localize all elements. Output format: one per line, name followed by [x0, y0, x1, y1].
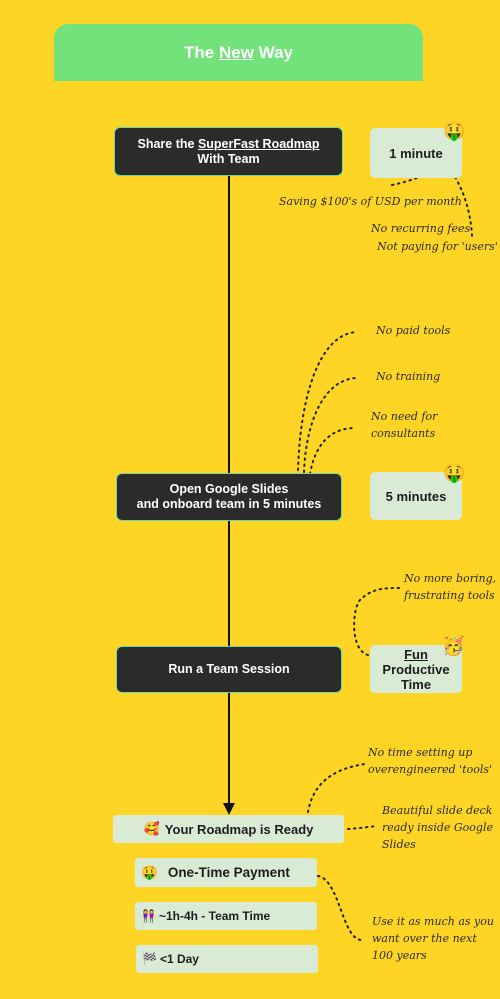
summary-one-time-payment: 🤑 One-Time Payment: [135, 858, 317, 887]
note-use-line3: 100 years: [372, 949, 427, 962]
summary-day-label: <1 Day: [159, 952, 199, 966]
step-run-team-session: Run a Team Session: [116, 646, 342, 693]
checkered-flag-icon: 🏁: [142, 952, 157, 966]
note-beautiful-line2: ready inside Google: [382, 821, 493, 834]
note-no-time-line1: No time setting up: [368, 746, 473, 759]
title-suffix: Way: [253, 42, 293, 62]
summary-one-day: 🏁 <1 Day: [136, 945, 318, 973]
note-no-boring-line1: No more boring,: [404, 572, 497, 585]
time-label-productive: Productive: [382, 661, 450, 677]
page-title: The New Way: [54, 24, 423, 81]
summary-roadmap-ready: 🥰 Your Roadmap is Ready: [113, 815, 344, 843]
people-icon: 👭: [141, 909, 156, 923]
title-emphasis: New: [218, 42, 254, 62]
time-label-fun: Fun: [404, 646, 428, 662]
step-open-google-slides: Open Google Slides and onboard team in 5…: [116, 473, 342, 521]
step-session-label: Run a Team Session: [168, 662, 290, 676]
time-label-1-minute: 1 minute: [389, 145, 443, 161]
note-use-line1: Use it as much as you: [372, 915, 494, 928]
note-no-consultants-line1: No need for: [371, 410, 438, 423]
note-saving: Saving $100's of USD per month: [279, 195, 462, 208]
money-face-icon-2: 🤑: [443, 463, 466, 483]
time-box-fun-productive: Fun Productive Time: [370, 645, 462, 693]
note-no-fees: No recurring fees: [371, 222, 471, 235]
step-open-line2: and onboard team in 5 minutes: [136, 497, 322, 511]
note-no-users: Not paying for 'users': [377, 240, 498, 253]
summary-team-time-label: ~1h-4h - Team Time: [158, 909, 271, 923]
step-share-roadmap: Share the SuperFast Roadmap With Team: [114, 127, 343, 176]
dots-no-boring: [353, 587, 401, 656]
money-face-icon: 🤑: [443, 121, 466, 141]
note-no-training: No training: [376, 370, 441, 383]
flow-arrowhead: [223, 803, 235, 815]
note-no-time-setup: No time setting up overengineered 'tools…: [368, 744, 492, 778]
dots-no-time: [307, 763, 366, 813]
money-face-icon-3: 🤑: [141, 864, 158, 880]
smiling-hearts-icon: 🥰: [143, 821, 160, 836]
note-beautiful-line1: Beautiful slide deck: [382, 804, 493, 817]
dots-no-paid-tools: [297, 331, 357, 471]
note-use-it: Use it as much as you want over the next…: [372, 913, 494, 964]
time-label-5-minutes: 5 minutes: [385, 488, 447, 504]
note-no-time-line2: overengineered 'tools': [368, 763, 493, 776]
time-box-1-minute: 1 minute: [370, 128, 462, 178]
time-box-5-minutes: 5 minutes: [370, 472, 462, 520]
step-share-line2: With Team: [197, 151, 260, 166]
note-no-consultants: No need for consultants: [371, 408, 437, 442]
title-prefix: The: [184, 42, 219, 62]
summary-ready-label: Your Roadmap is Ready: [164, 821, 314, 837]
dots-beautiful: [347, 825, 377, 830]
time-label-time: Time: [400, 676, 432, 692]
summary-team-time: 👭 ~1h-4h - Team Time: [135, 902, 317, 930]
step-share-prefix: Share the: [137, 136, 198, 151]
dots-no-consultants: [309, 427, 356, 475]
dots-no-training: [303, 377, 359, 473]
superfast-roadmap-link[interactable]: SuperFast Roadmap: [197, 136, 320, 151]
party-face-icon: 🥳: [442, 636, 465, 656]
note-no-consultants-line2: consultants: [371, 427, 436, 440]
note-beautiful-line3: Slides: [382, 838, 416, 851]
note-beautiful-deck: Beautiful slide deck ready inside Google…: [382, 802, 493, 853]
dots-use: [317, 875, 363, 941]
step-open-line1: Open Google Slides: [169, 482, 289, 496]
note-no-boring: No more boring, frustrating tools: [404, 570, 496, 604]
note-use-line2: want over the next: [372, 932, 477, 945]
step-share-line1: Share the SuperFast Roadmap: [138, 137, 320, 152]
note-no-boring-line2: frustrating tools: [404, 589, 495, 602]
summary-payment-label: One-Time Payment: [167, 865, 290, 880]
note-no-paid-tools: No paid tools: [376, 324, 451, 337]
